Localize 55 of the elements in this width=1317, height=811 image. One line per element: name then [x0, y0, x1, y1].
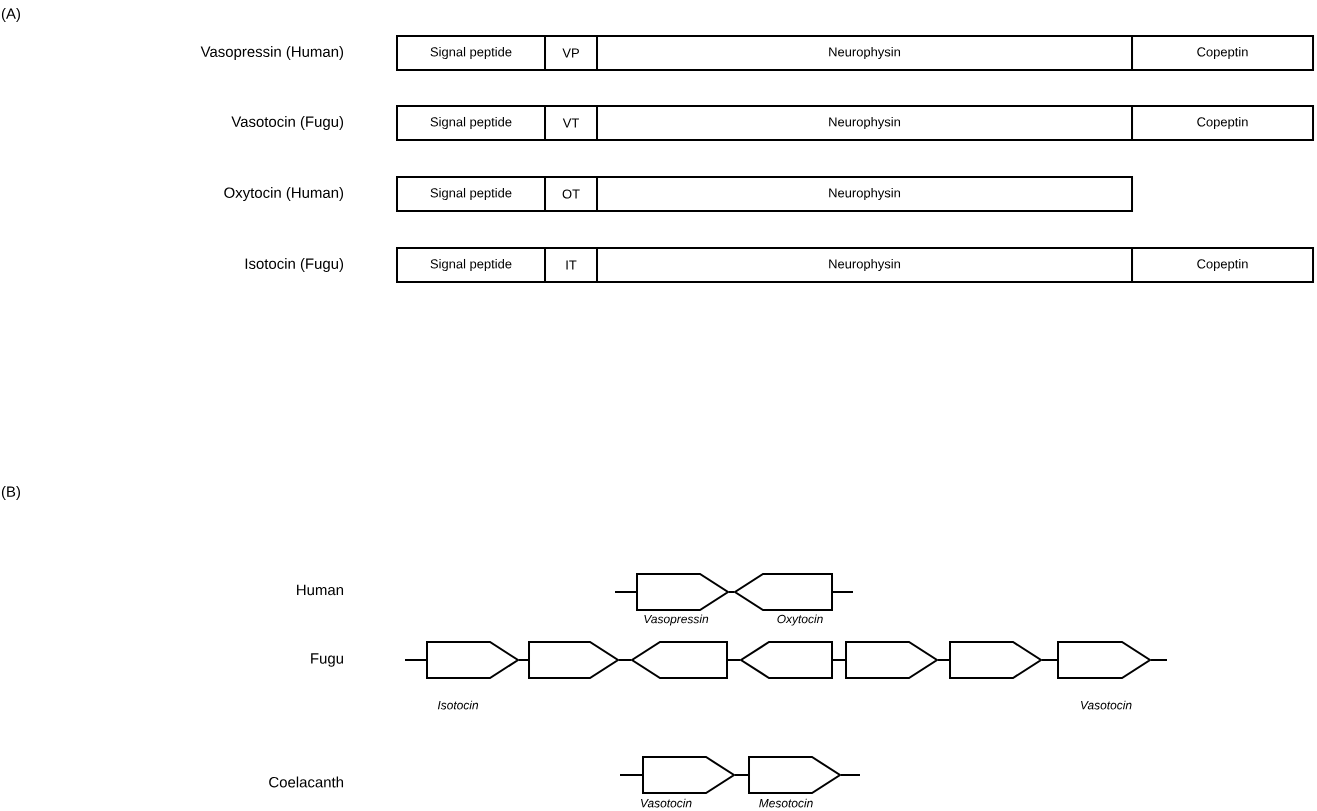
dna-line — [832, 659, 846, 661]
gene-symbol — [748, 756, 842, 794]
dna-line — [619, 774, 643, 776]
dna-line — [1150, 659, 1168, 661]
segment-box: Neurophysin — [596, 247, 1133, 283]
dna-line — [618, 659, 632, 661]
gene-symbol — [630, 641, 728, 679]
gene-symbol — [845, 641, 939, 679]
segment-box: Neurophysin — [596, 176, 1133, 212]
gene-label: Isotocin — [437, 700, 479, 710]
species-label: Vasotocin (Fugu) — [231, 116, 344, 130]
dna-line — [404, 659, 427, 661]
segment-box: Neurophysin — [596, 105, 1133, 141]
segment-box: Neurophysin — [596, 35, 1133, 71]
gene-symbol — [528, 641, 620, 679]
segment-box: Copeptin — [1131, 105, 1314, 141]
gene-label: Vasotocin — [641, 798, 692, 808]
dna-line — [518, 659, 529, 661]
gene-symbol — [733, 573, 833, 611]
dna-line — [614, 591, 637, 593]
gene-label: Mesotocin — [759, 798, 813, 808]
segment-box: Signal peptide — [396, 247, 546, 283]
dna-line — [727, 659, 741, 661]
segment-box: Signal peptide — [396, 35, 546, 71]
dna-line — [832, 591, 854, 593]
gene-symbol — [1057, 641, 1152, 679]
segment-box: Copeptin — [1131, 247, 1314, 283]
segment-box: Signal peptide — [396, 105, 546, 141]
gene-symbol — [642, 756, 736, 794]
species-label: Oxytocin (Human) — [224, 187, 344, 201]
species-label: Vasopressin (Human) — [200, 46, 344, 60]
species-label: Fugu — [311, 653, 343, 667]
dna-line — [840, 774, 861, 776]
dna-line — [728, 591, 735, 593]
panel-label: (A) — [1, 8, 20, 22]
dna-line — [734, 774, 749, 776]
segment-box: VP — [544, 35, 598, 71]
segment-box: OT — [544, 176, 598, 212]
gene-symbol — [739, 641, 833, 679]
gene-label: Vasotocin — [1081, 700, 1132, 710]
species-label: Isotocin (Fugu) — [245, 258, 344, 272]
segment-box: Copeptin — [1131, 35, 1314, 71]
segment-box: VT — [544, 105, 598, 141]
gene-symbol — [636, 573, 730, 611]
dna-line — [937, 659, 950, 661]
panel-label: (B) — [1, 486, 20, 500]
gene-symbol — [426, 641, 520, 679]
species-label: Coelacanth — [269, 776, 343, 788]
species-label: Human — [297, 584, 344, 596]
dna-line — [1041, 659, 1058, 661]
segment-box: IT — [544, 247, 598, 283]
segment-box: Signal peptide — [396, 176, 546, 212]
gene-label: Vasopressin — [644, 614, 709, 626]
gene-symbol — [949, 641, 1043, 679]
gene-label: Oxytocin — [777, 614, 823, 626]
